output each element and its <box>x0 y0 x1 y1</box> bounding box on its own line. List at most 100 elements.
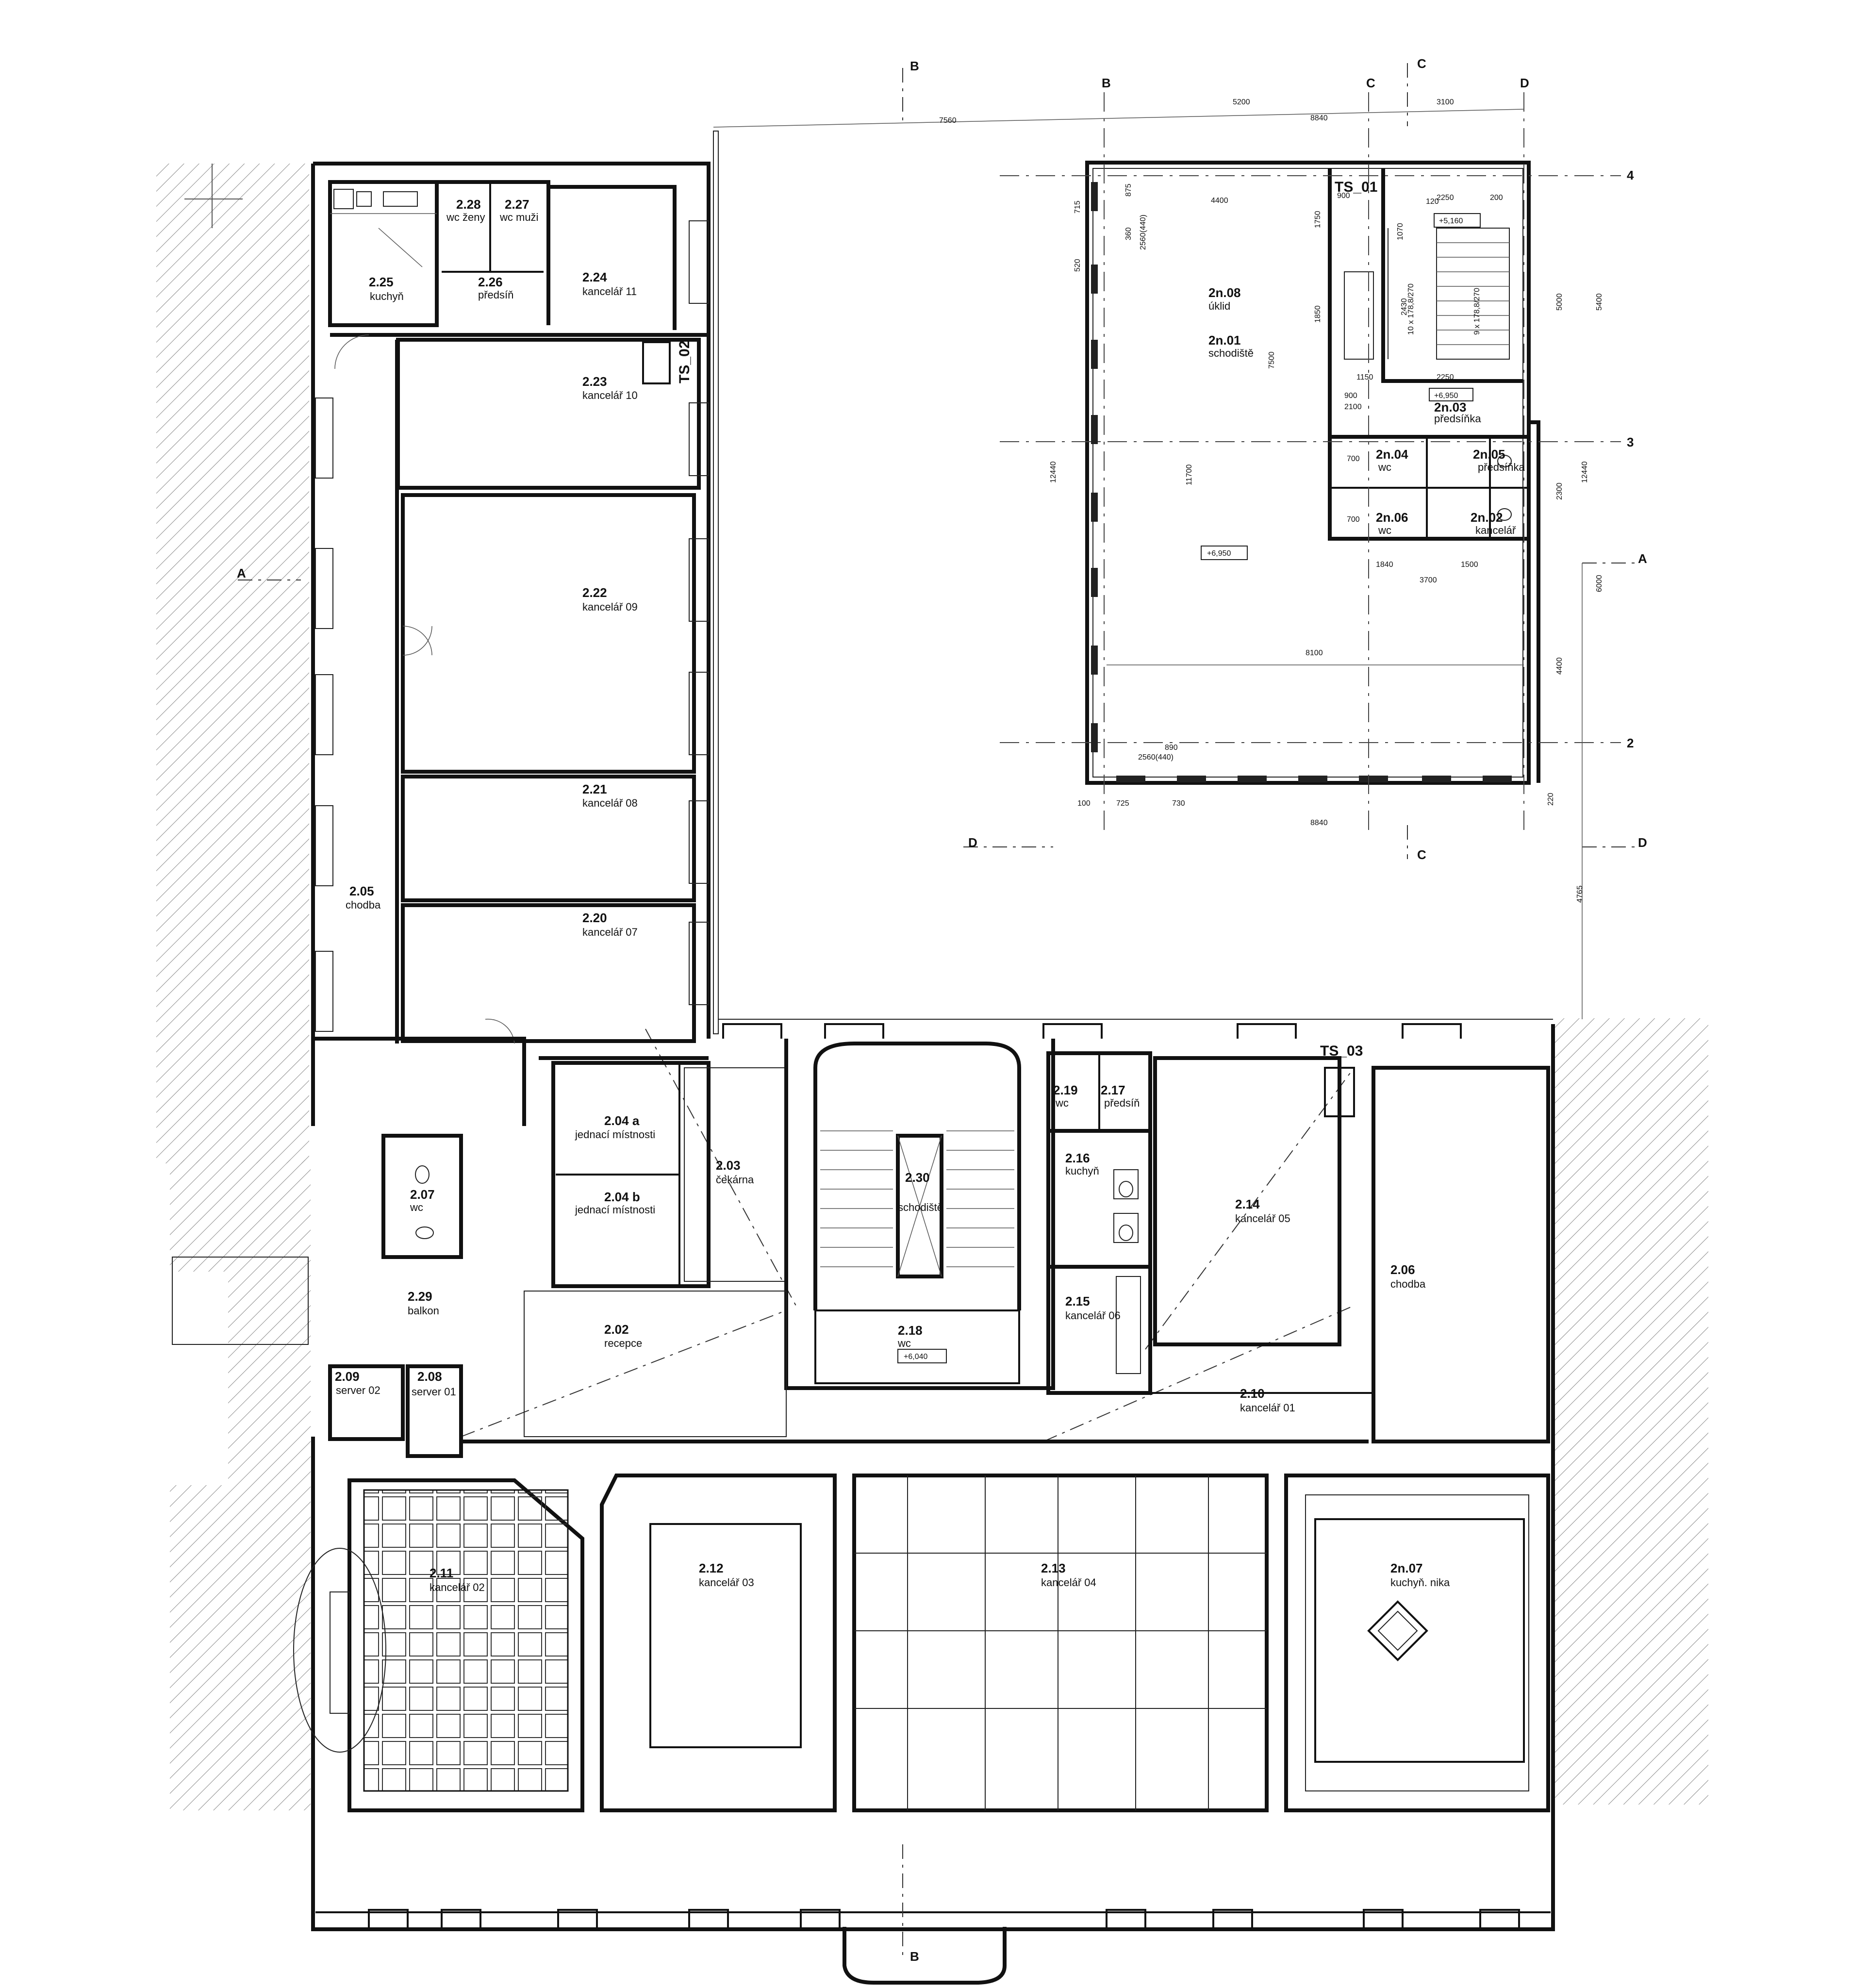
room-name: kancelář 03 <box>699 1576 754 1589</box>
dim-stair-b: 9 x 178,8/270 <box>1473 288 1481 335</box>
left-wing-walls <box>172 131 787 1458</box>
level-office: +6,950 <box>1207 549 1231 558</box>
room-id: 2.04 a <box>604 1113 640 1128</box>
dim-1150: 1150 <box>1356 373 1373 381</box>
room-name: wc <box>1378 461 1391 473</box>
room-id: 2.03 <box>716 1158 741 1173</box>
room-name: recepce <box>604 1337 642 1349</box>
dim-5000: 5000 <box>1555 293 1564 311</box>
dim-200: 200 <box>1490 194 1503 202</box>
room-id: 2.21 <box>582 782 607 796</box>
room-id: 2.05 <box>349 884 374 898</box>
grid-label-3: 3 <box>1627 435 1634 449</box>
room-name: kancelář 01 <box>1240 1402 1295 1414</box>
dim-100: 100 <box>1077 799 1091 808</box>
room-name: předsíňka <box>1478 461 1525 473</box>
neighbour-hatch <box>156 164 1708 1810</box>
annotations: TS_01 TS_02 TS_03 +6,040 +6,950 +5,160 +… <box>237 56 1647 1964</box>
room-name: jednací místnosti <box>575 1204 655 1216</box>
room-id: 2.27 <box>505 197 529 212</box>
room-name: kuchyň. nika <box>1390 1576 1450 1589</box>
room-name: wc <box>1055 1097 1069 1109</box>
dim-520: 520 <box>1074 259 1082 272</box>
room-name: kancelář 02 <box>430 1581 485 1593</box>
room-name: kancelář 07 <box>582 926 638 938</box>
grid-label-c: C <box>1366 76 1375 90</box>
room-id: 2.28 <box>456 197 481 212</box>
tag-ts03: TS_03 <box>1320 1043 1363 1059</box>
dim-120: 120 <box>1426 198 1439 206</box>
room-id: 2.13 <box>1041 1561 1066 1575</box>
dim-1850: 1850 <box>1314 305 1322 323</box>
room-name: chodba <box>346 899 381 911</box>
room-name: wc muži <box>499 211 538 223</box>
room-name: úklid <box>1208 300 1230 312</box>
room-name: kancelář 11 <box>582 285 637 298</box>
dim-3100: 3100 <box>1437 98 1454 106</box>
room-name: chodba <box>1390 1278 1426 1290</box>
room-id: 2.10 <box>1240 1386 1265 1401</box>
room-id: 2.24 <box>582 270 607 284</box>
dim-2250: 2250 <box>1437 194 1454 202</box>
dim-900: 900 <box>1337 192 1350 200</box>
room-name: schodiště <box>898 1201 943 1213</box>
dim-2430: 2430 <box>1400 298 1408 315</box>
level-stair: +6,040 <box>904 1353 927 1361</box>
room-name: čekárna <box>716 1174 754 1186</box>
room-id: 2.17 <box>1101 1083 1125 1097</box>
dim-12440b: 12440 <box>1581 461 1589 483</box>
room-id: 2.23 <box>582 374 607 389</box>
dim-3700: 3700 <box>1420 576 1437 584</box>
dimensions: 7560 5200 3100 8840 8840 12440 12440 117… <box>939 98 1604 903</box>
room-name: předsíňka <box>1434 413 1481 425</box>
tag-ts01: TS_01 <box>1335 179 1377 195</box>
room-id: 2.11 <box>430 1566 453 1580</box>
grid-label-4: 4 <box>1627 168 1634 182</box>
dim-1840: 1840 <box>1376 561 1393 569</box>
room-labels: 2.25 kuchyň 2.26 předsíň 2.28 wc ženy 2.… <box>335 197 1525 1593</box>
room-name: server 02 <box>336 1384 380 1396</box>
dim-stair-a: 10 x 178,8/270 <box>1407 283 1415 335</box>
room-name: kancelář 05 <box>1235 1212 1290 1225</box>
dim-8840b: 8840 <box>1310 819 1328 827</box>
section-mark-a-right: A <box>1638 551 1647 566</box>
dim-1070: 1070 <box>1396 223 1405 240</box>
room-id: 2n.07 <box>1390 1561 1423 1575</box>
dim-8100: 8100 <box>1306 649 1323 657</box>
section-mark-b-bottom: B <box>910 1949 919 1964</box>
room-id: 2.30 <box>905 1170 930 1185</box>
room-id: 2.04 b <box>604 1190 640 1204</box>
room-id: 2.06 <box>1390 1262 1415 1277</box>
dim-900b: 900 <box>1344 392 1357 400</box>
dim-730: 730 <box>1172 799 1185 808</box>
room-name: wc ženy <box>446 211 485 223</box>
room-name: wc <box>897 1337 911 1349</box>
section-mark-d-left: D <box>968 835 977 850</box>
room-id: 2n.01 <box>1208 333 1241 348</box>
room-id: 2n.06 <box>1376 510 1408 525</box>
grid-label-d: D <box>1520 76 1529 90</box>
dim-4765: 4765 <box>1576 885 1584 903</box>
section-mark-c-top: C <box>1417 56 1426 71</box>
room-id: 2.09 <box>335 1369 360 1384</box>
diagonal-guide-lines <box>461 1028 1355 1442</box>
dim-890: 890 <box>1165 744 1178 752</box>
dim-7560: 7560 <box>939 116 957 125</box>
room-id: 2.12 <box>699 1561 724 1575</box>
insert-plan-walls <box>1085 161 1540 785</box>
room-id: 2.14 <box>1235 1197 1260 1211</box>
dim-window-b: 2560(440) <box>1138 753 1174 762</box>
room-name: kancelář 08 <box>582 797 638 809</box>
room-name: kuchyň <box>370 290 404 302</box>
room-id: 2.07 <box>410 1187 435 1202</box>
dim-5400: 5400 <box>1595 293 1604 311</box>
dim-5200: 5200 <box>1233 98 1250 106</box>
room-id: 2.08 <box>417 1369 442 1384</box>
dim-4400: 4400 <box>1211 197 1228 205</box>
main-building-walls <box>293 1019 1555 1985</box>
room-id: 2.18 <box>898 1323 923 1338</box>
section-mark-d-right: D <box>1638 835 1647 850</box>
dim-1500: 1500 <box>1461 561 1478 569</box>
dim-4400-v: 4400 <box>1555 657 1564 675</box>
